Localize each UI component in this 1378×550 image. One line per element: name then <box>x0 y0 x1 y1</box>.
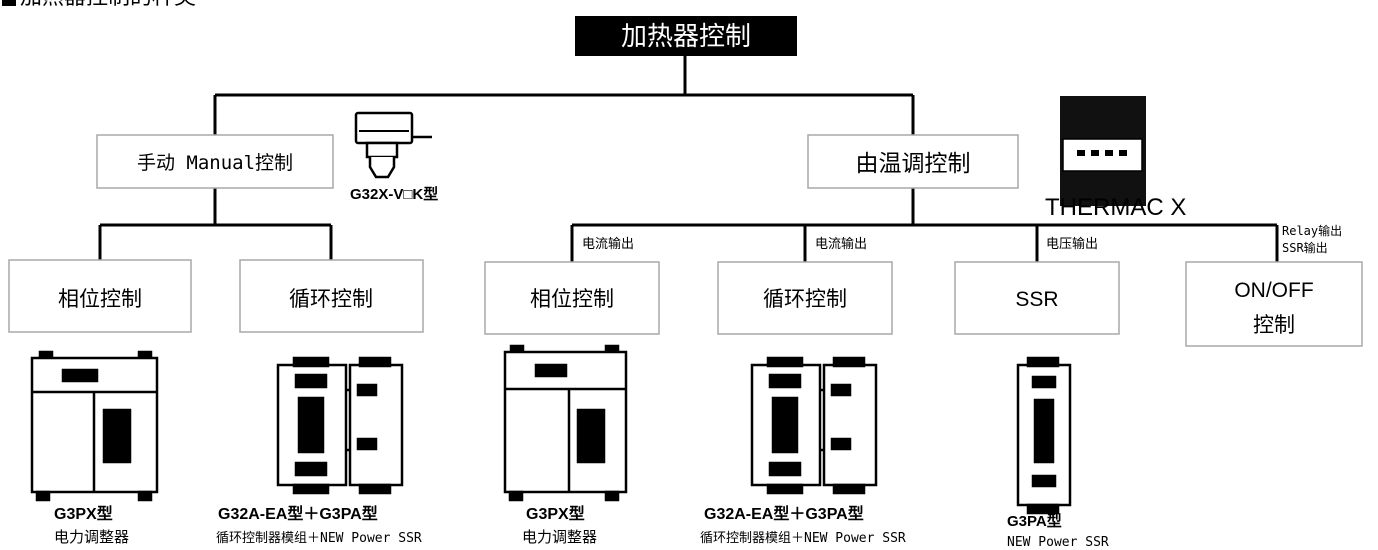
manual-cycle-node: 循环控制 <box>239 259 424 333</box>
g32a-g3pa-module-icon-1 <box>276 356 404 495</box>
thermostat-device-label: THERMAC X <box>1045 194 1186 221</box>
manual-phase-product: G3PX型 <box>54 505 113 523</box>
thermo-ssr-product: G3PA型 <box>1007 512 1062 530</box>
thermo-onoff-label-line2: 控制 <box>1253 313 1295 337</box>
manual-cycle-label: 循环控制 <box>289 287 373 311</box>
output-label-cycle: 电流输出 <box>815 236 867 252</box>
manual-knob-device-icon <box>354 111 432 179</box>
manual-cycle-description: 循环控制器模组＋NEW Power SSR <box>216 531 422 546</box>
thermostat-node: 由温调控制 <box>807 134 1019 189</box>
thermo-ssr-label: SSR <box>1015 288 1058 311</box>
manual-node-label: 手动 Manual控制 <box>137 152 293 174</box>
g32a-g3pa-module-icon-2 <box>750 356 878 495</box>
thermo-ssr-node: SSR <box>954 261 1120 335</box>
thermo-phase-product: G3PX型 <box>526 505 585 523</box>
output-label-relay: Relay输出 <box>1282 223 1342 238</box>
g3px-power-regulator-icon-2 <box>503 344 628 502</box>
root-node-box <box>575 16 797 56</box>
connector-lines <box>98 56 1279 262</box>
thermo-phase-label: 相位控制 <box>530 287 614 311</box>
thermostat-node-label: 由温调控制 <box>856 151 971 177</box>
root-node-label: 加热器控制 <box>621 22 751 52</box>
manual-node: 手动 Manual控制 <box>96 134 334 189</box>
manual-phase-label: 相位控制 <box>58 287 142 311</box>
thermo-cycle-node: 循环控制 <box>717 261 893 335</box>
thermo-cycle-description: 循环控制器模组＋NEW Power SSR <box>700 531 906 546</box>
thermo-ssr-description: NEW Power SSR <box>1007 535 1109 550</box>
section-heading-text: 加热器控制的种类 <box>20 0 196 10</box>
manual-device-label: G32X-V□K型 <box>350 185 438 203</box>
section-heading: 加热器控制的种类 <box>2 0 196 10</box>
manual-cycle-product: G32A-EA型＋G3PA型 <box>218 505 378 523</box>
output-label-phase: 电流输出 <box>582 236 634 252</box>
thermo-phase-description: 电力调整器 <box>522 528 597 546</box>
thermo-phase-node: 相位控制 <box>484 261 660 335</box>
g3pa-ssr-icon <box>1016 356 1072 515</box>
root-node: 加热器控制 <box>575 16 797 56</box>
thermostat-node-box <box>807 134 1019 189</box>
thermo-onoff-node: ON/OFF 控制 <box>1185 261 1363 347</box>
thermo-cycle-label: 循环控制 <box>763 287 847 311</box>
manual-phase-node: 相位控制 <box>8 259 192 333</box>
manual-phase-description: 电力调整器 <box>54 528 129 546</box>
g3px-power-regulator-icon-1 <box>30 350 159 502</box>
thermac-controller-icon <box>1060 96 1146 206</box>
thermo-onoff-label-line1: ON/OFF <box>1234 279 1313 302</box>
thermo-cycle-product: G32A-EA型＋G3PA型 <box>704 505 864 523</box>
manual-node-box <box>96 134 334 189</box>
output-label-ssr-out: SSR输出 <box>1282 240 1328 255</box>
output-label-ssr: 电压输出 <box>1046 236 1098 252</box>
section-heading-marker <box>2 0 16 6</box>
